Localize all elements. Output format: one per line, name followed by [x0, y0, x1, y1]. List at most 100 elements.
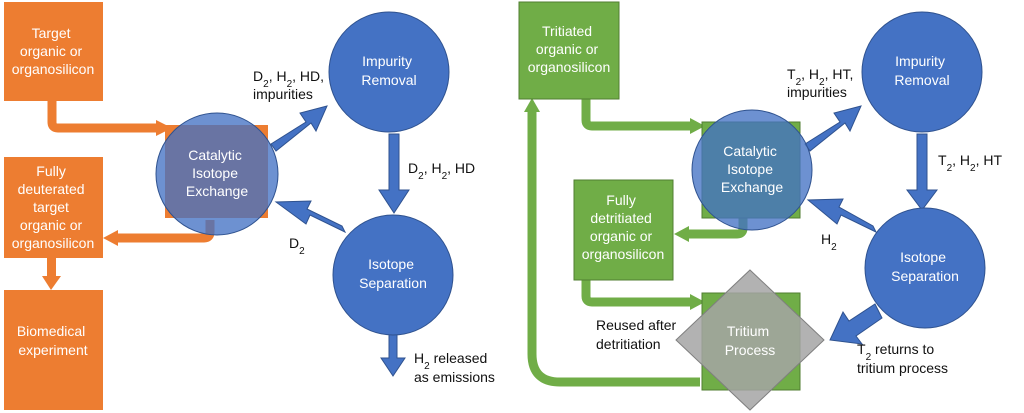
label-to-impurity-right: T2, H2, HT, [787, 66, 853, 88]
label-t2-returns-line-2: tritium process [857, 360, 948, 376]
label-to-separation-p3: 2 [442, 171, 448, 182]
deuterated-box-line-2: deuterated [18, 181, 85, 197]
label-emissions-line-2: as emissions [414, 369, 495, 385]
biomedical-box-line-2: experiment [18, 342, 87, 358]
label-to-impurity-right-p2: , H [801, 66, 819, 82]
separation-right-line-1: Isotope [900, 249, 946, 265]
arrow-impurity-to-separation [378, 133, 410, 214]
deuterated-box-line-4: organic or [20, 217, 83, 233]
label-to-separation-right-p1: 2 [947, 163, 953, 174]
tritiated-box-line-3: organosilicon [528, 59, 611, 75]
connector-deuterated-to-biomedical [47, 258, 56, 278]
catalytic-circle-right [691, 109, 813, 231]
connector-catalytic-to-detritiated-head [674, 226, 689, 242]
label-to-impurity-right-p1: 2 [796, 77, 802, 88]
label-emissions-p0: H [414, 350, 424, 366]
left-panel: Target organic or organosilicon Fully de… [4, 2, 495, 410]
tritium-process-line-2: Process [725, 342, 776, 358]
catalytic-right-line-3: Exchange [721, 179, 783, 195]
impurity-circle-text: Impurity Removal [361, 53, 416, 88]
detritiated-box-line-2: detritiated [590, 210, 651, 226]
target-box-line-1: Target [32, 25, 71, 41]
label-t2-returns-p2: returns to [871, 341, 934, 357]
connector-tritiated-to-catalytic-head [690, 118, 705, 134]
connector-tritium-loop-back [527, 110, 700, 387]
catalytic-line-2: Isotope [192, 165, 238, 181]
target-box-text: Target organic or organosilicon [12, 25, 95, 77]
label-to-impurity-right-line-2: impurities [787, 84, 847, 100]
label-t2-returns-p0: T [857, 341, 866, 357]
target-box-line-2: organic or [20, 43, 83, 59]
biomedical-box [4, 290, 103, 410]
tritiated-box-text: Tritiated organic or organosilicon [528, 23, 611, 75]
separation-line-2: Separation [359, 275, 427, 291]
catalytic-circle [155, 112, 279, 236]
label-to-separation-p2: , H [424, 160, 442, 176]
label-return-right-p1: 2 [831, 242, 837, 253]
label-to-impurity-p3: 2 [287, 79, 293, 90]
tritium-process-line-1: Tritium [727, 323, 769, 339]
label-to-impurity-p2: , H [269, 68, 287, 84]
detritiated-box-line-1: Fully [606, 192, 636, 208]
label-to-separation-p1: 2 [418, 171, 424, 182]
label-reused-line-2: detritiation [596, 336, 661, 352]
biomedical-box-line-1: Biomedical [17, 323, 85, 339]
detritiated-box-text: Fully detritiated organic or organosilic… [582, 192, 665, 262]
label-to-impurity-line-2: impurities [253, 86, 313, 102]
arrow-separation-to-catalytic-right [806, 198, 878, 234]
connector-tritiated-to-catalytic [581, 99, 693, 131]
label-to-impurity-right-p0: T [787, 66, 796, 82]
arrow-separation-to-catalytic [274, 200, 347, 234]
target-box-line-3: organosilicon [12, 61, 95, 77]
label-emissions: H2 released [414, 350, 487, 372]
biomedical-box-text: Biomedical experiment [17, 323, 89, 358]
connector-target-to-catalytic-head [156, 120, 172, 136]
label-to-separation-right-p0: T [938, 152, 947, 168]
label-to-impurity-right-p4: , HT, [825, 66, 854, 82]
catalytic-circle-right-text: Catalytic Isotope Exchange [721, 143, 783, 195]
deuterated-box-text: Fully deuterated target organic or organ… [12, 163, 95, 251]
tritiated-box-line-2: organic or [536, 41, 599, 57]
label-emissions-p2: released [430, 350, 488, 366]
label-to-impurity-p4: , HD, [292, 68, 324, 84]
catalytic-line-1: Catalytic [188, 147, 242, 163]
tritium-process-diamond [675, 269, 825, 411]
label-to-separation-right-p2: , H [952, 152, 970, 168]
connector-catalytic-to-deuterated-head [103, 230, 118, 246]
deuterated-box-line-1: Fully [36, 163, 66, 179]
catalytic-line-3: Exchange [186, 183, 248, 199]
label-to-impurity: D2, H2, HD, [253, 68, 324, 90]
impurity-line-2: Removal [361, 72, 416, 88]
separation-line-1: Isotope [368, 256, 414, 272]
separation-circle-text: Isotope Separation [359, 256, 427, 291]
arrow-impurity-to-separation-right [906, 133, 938, 211]
label-to-separation-right: T2, H2, HT [938, 152, 1002, 174]
label-t2-returns: T2 returns to [857, 341, 934, 363]
catalytic-right-line-1: Catalytic [723, 143, 777, 159]
deuterated-box [4, 157, 103, 258]
right-panel: Tritiated organic or organosilicon Fully… [518, 1, 1002, 411]
label-to-impurity-right-p3: 2 [819, 77, 825, 88]
arrow-catalytic-to-impurity [270, 105, 328, 152]
label-to-separation-p4: , HD [447, 160, 475, 176]
label-to-separation-right-p3: 2 [970, 163, 976, 174]
label-return-right-p0: H [821, 231, 831, 247]
impurity-circle-right-text: Impurity Removal [894, 53, 949, 88]
arrow-catalytic-to-impurity-right [804, 105, 862, 152]
impurity-circle [328, 11, 450, 133]
label-to-separation-right-p4: , HT [976, 152, 1003, 168]
connector-deuterated-to-biomedical-head [42, 276, 61, 290]
label-t2-returns-p1: 2 [866, 352, 872, 363]
connector-target-to-catalytic [47, 101, 160, 133]
label-to-separation-p0: D [408, 160, 418, 176]
detritiated-box-line-4: organosilicon [582, 246, 665, 262]
tritiated-box [518, 1, 620, 100]
impurity-right-line-1: Impurity [895, 53, 945, 69]
label-return-left-p0: D [289, 235, 299, 251]
catalytic-circle-text: Catalytic Isotope Exchange [186, 147, 248, 199]
label-to-impurity-p0: D [253, 68, 263, 84]
deuterated-box-line-5: organosilicon [12, 235, 95, 251]
separation-circle-right-text: Isotope Separation [891, 249, 959, 284]
label-return-left-p1: 2 [299, 246, 305, 257]
